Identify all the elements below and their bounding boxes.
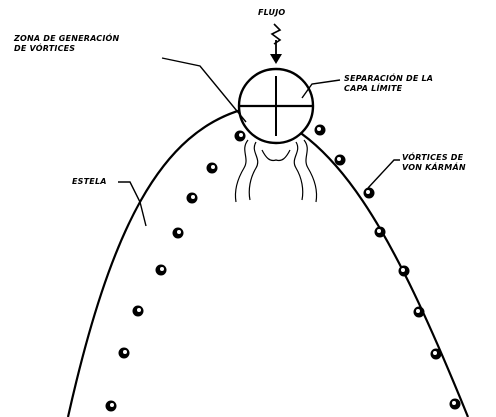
flow-label: FLUJO [258, 8, 285, 18]
vortex-right-1 [315, 125, 326, 136]
karman-label: VÓRTICES DE VON KÁRMÁN [402, 153, 466, 173]
flow-arrow [270, 24, 282, 64]
vortex-zone-label-line1: ZONA DE GENERACIÓN [14, 34, 119, 44]
vortex-right-5 [399, 266, 410, 277]
vortex-left-8 [106, 401, 117, 412]
vortex-left-2 [207, 163, 218, 174]
vortex-left-5 [156, 265, 167, 276]
vortex-zone-label: ZONA DE GENERACIÓN DE VÓRTICES [14, 34, 119, 54]
vortex-right-7 [431, 349, 442, 360]
vortex-left-4 [173, 228, 184, 239]
vortex-right-2 [335, 155, 346, 166]
left-vortices [106, 131, 246, 412]
leader-karman [368, 160, 400, 188]
karman-label-line1: VÓRTICES DE [402, 153, 466, 163]
vortex-left-7 [119, 348, 130, 359]
vortex-right-3 [364, 188, 375, 199]
separation-label-line1: SEPARACIÓN DE LA [344, 74, 433, 84]
separation-label-line2: CAPA LÍMITE [344, 84, 433, 94]
vortex-left-1 [235, 131, 246, 142]
vortex-zone-label-line2: DE VÓRTICES [14, 44, 119, 54]
vortex-right-4 [375, 227, 386, 238]
near-wake-lobes [235, 140, 316, 202]
cylinder [239, 69, 313, 143]
vortex-left-3 [187, 193, 198, 204]
vortex-right-8 [450, 399, 461, 410]
karman-label-line2: VON KÁRMÁN [402, 163, 466, 173]
wake-label: ESTELA [72, 177, 107, 187]
separation-label: SEPARACIÓN DE LA CAPA LÍMITE [344, 74, 433, 94]
vortex-right-6 [414, 307, 425, 318]
vortex-left-6 [133, 306, 144, 317]
